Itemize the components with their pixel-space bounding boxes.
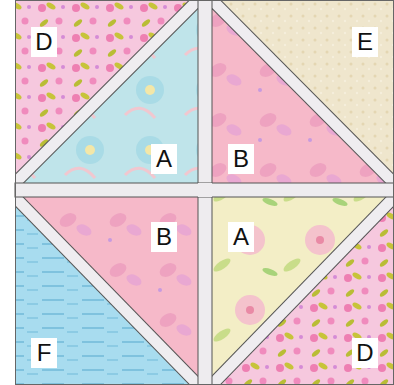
fabric-letter: D (31, 27, 57, 57)
fabric-letter: F (31, 338, 57, 368)
fabric-letter: A (151, 144, 177, 174)
fabric-letter: B (228, 144, 254, 174)
fabric-letter: D (352, 338, 378, 368)
fabric-letter: B (151, 222, 177, 252)
fabric-letter: A (228, 222, 254, 252)
fabric-letter: E (352, 27, 378, 57)
